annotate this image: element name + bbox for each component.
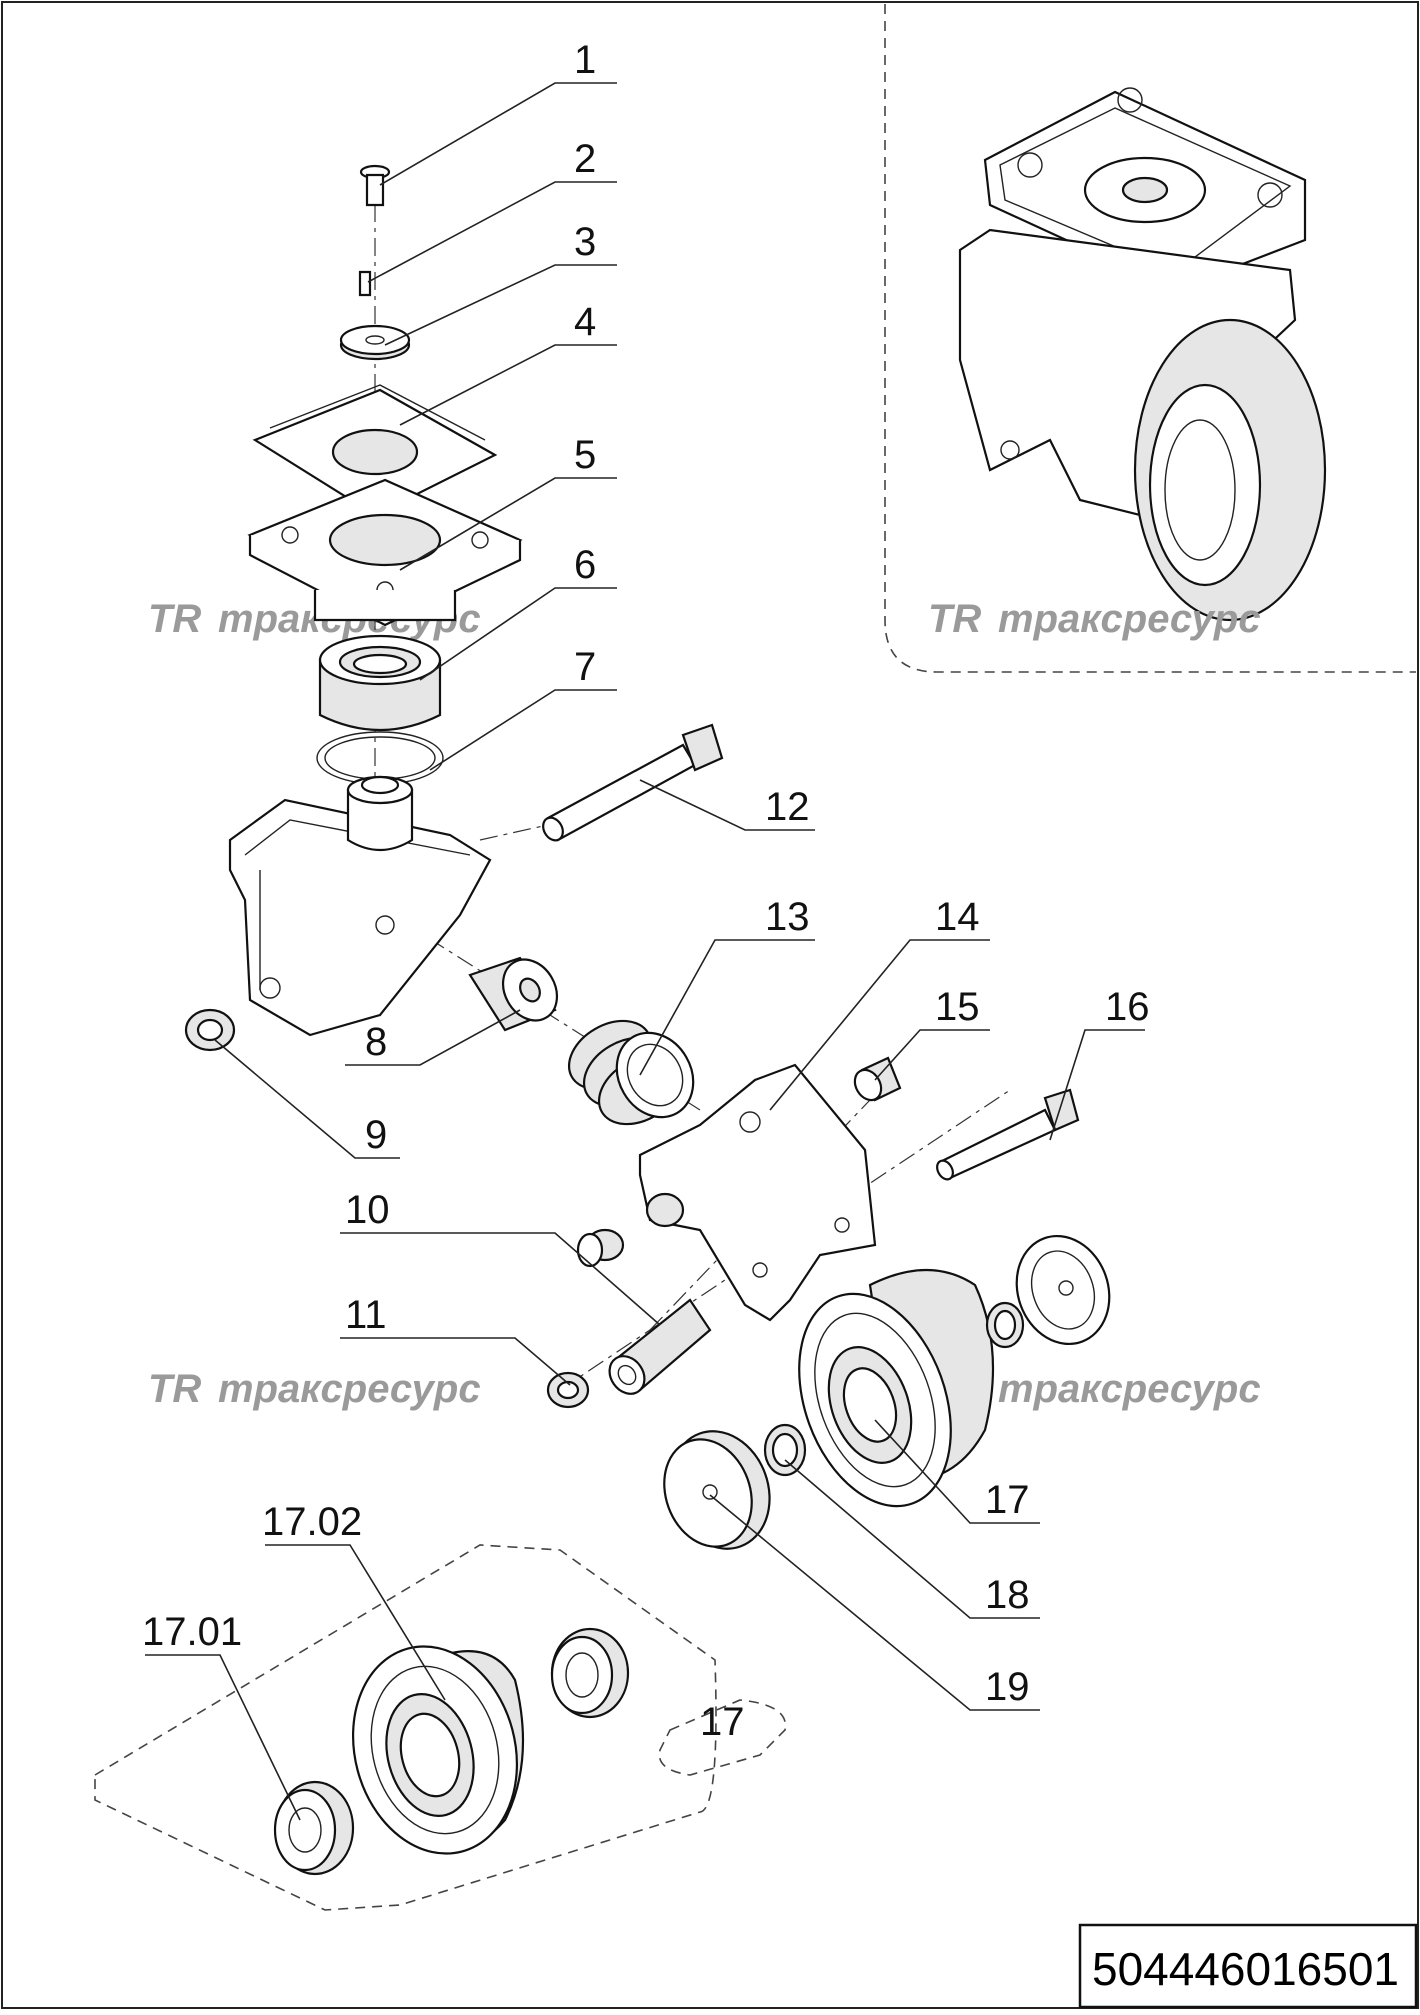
callout-17: 17 (985, 1478, 1030, 1522)
part-3-washer (339, 324, 411, 361)
callout-labels: 1 2 3 4 5 6 7 8 9 10 11 12 13 14 15 16 1… (142, 38, 1150, 1709)
callout-11: 11 (345, 1293, 387, 1337)
part-4-plate (252, 384, 498, 517)
callout-13: 13 (765, 895, 810, 939)
part-18-ring (763, 1423, 807, 1477)
watermark-logo: TR (928, 597, 981, 641)
watermark-text: траксресурс (998, 597, 1261, 641)
watermark-logo: TR (148, 1367, 201, 1411)
callout-10: 10 (345, 1188, 390, 1232)
part-housing-bracket (228, 775, 492, 1037)
wheel-axis (559, 1089, 1011, 1391)
callout-6: 6 (574, 543, 596, 587)
part-10-sleeve (608, 1298, 712, 1395)
callout-17-01: 17.01 (142, 1610, 242, 1654)
watermark-text: траксресурс (998, 1367, 1261, 1411)
part-spacer (576, 1228, 625, 1268)
assembled-view-inset (884, 4, 1416, 673)
callout-16: 16 (1105, 985, 1150, 1029)
callout-19: 19 (985, 1665, 1030, 1709)
callout-17-02: 17.02 (262, 1500, 362, 1544)
part-6-bearing (318, 634, 442, 732)
callout-18: 18 (985, 1573, 1030, 1617)
part-19-cover (663, 1430, 771, 1550)
part-14-swing-arm (638, 1063, 877, 1322)
callout-15: 15 (935, 985, 980, 1029)
subassembly-17-label: 17 (700, 1700, 745, 1744)
part-8-bushing (468, 956, 559, 1032)
watermark-3: TR траксресурс (148, 1367, 481, 1411)
watermark-logo: TR (148, 597, 201, 641)
callout-14: 14 (935, 895, 980, 939)
part-16-bolt (936, 1088, 1080, 1181)
part-wheel-cover-right (985, 1234, 1111, 1349)
part-12-bolt (542, 723, 724, 842)
callout-8: 8 (365, 1020, 387, 1064)
part-9-nut (184, 1008, 236, 1052)
watermark-2: TR траксресурс (928, 597, 1261, 641)
part-5-mounting-plate (247, 478, 523, 627)
watermark-text: траксресурс (218, 1367, 481, 1411)
callout-5: 5 (574, 433, 596, 477)
callout-3: 3 (574, 220, 596, 264)
part-15-bushing (853, 1056, 902, 1102)
doc-number-block: 504446016501 (1078, 1923, 1418, 2009)
part-13-spring (567, 1019, 695, 1126)
callout-2: 2 (574, 137, 596, 181)
subassembly-17: 17 (94, 1544, 787, 1911)
callout-12: 12 (765, 785, 810, 829)
part-2-pin (358, 270, 372, 297)
part-11-nut (546, 1371, 590, 1409)
part-1-screw (359, 164, 391, 207)
callout-9: 9 (365, 1113, 387, 1157)
callout-4: 4 (574, 300, 596, 344)
callout-7: 7 (574, 645, 596, 689)
callout-1: 1 (574, 38, 596, 82)
part-17-wheel (798, 1269, 995, 1508)
doc-number: 504446016501 (1092, 1943, 1399, 1995)
leader-lines (145, 82, 1145, 1821)
